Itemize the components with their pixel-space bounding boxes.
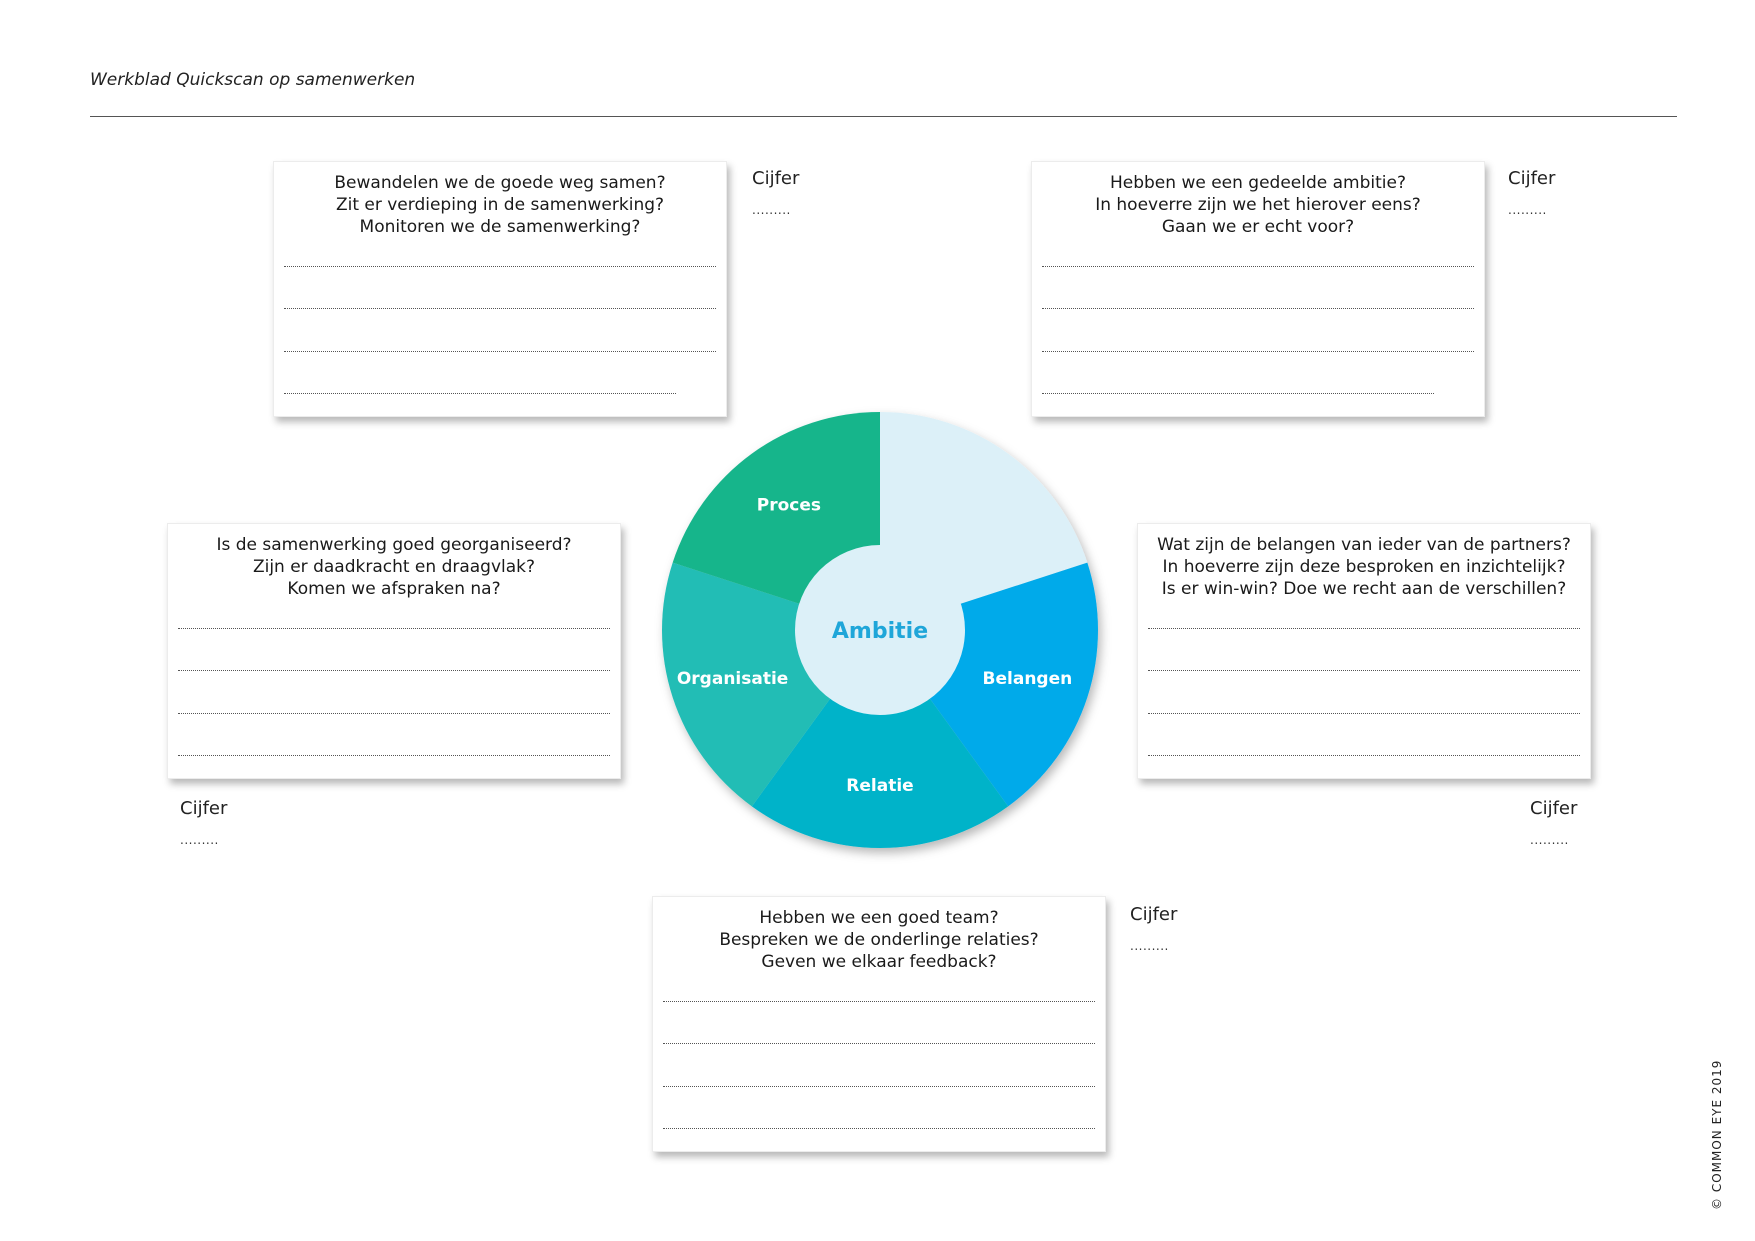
card-relatie-questions: Hebben we een goed team? Bespreken we de… [653,897,1105,973]
answer-line[interactable] [663,1001,1095,1002]
cijfer-organisatie: Cijfer ......... [180,798,227,847]
answer-line[interactable] [284,351,716,352]
answer-line[interactable] [1042,308,1474,309]
question-line: Is er win-win? Doe we recht aan de versc… [1161,579,1567,599]
question-line: Zit er verdieping in de samenwerking? [335,195,665,215]
question-line: Gaan we er echt voor? [1161,217,1355,237]
answer-line[interactable] [284,308,716,309]
cijfer-relatie: Cijfer ......... [1130,904,1177,953]
answer-line[interactable] [284,393,676,394]
question-line: In hoeverre zijn we het hierover eens? [1095,195,1421,215]
cijfer-field[interactable]: ......... [1130,939,1169,953]
answer-line[interactable] [663,1043,1095,1044]
answer-line[interactable] [663,1128,1095,1129]
card-organisatie: Is de samenwerking goed georganiseerd? Z… [167,523,621,779]
card-relatie: Hebben we een goed team? Bespreken we de… [652,896,1106,1152]
answer-line[interactable] [1042,393,1434,394]
answer-line[interactable] [178,628,610,629]
wheel-label-proces: Proces [757,496,821,516]
answer-line[interactable] [1148,713,1580,714]
page-title: Werkblad Quickscan op samenwerken [90,70,416,90]
cijfer-field[interactable]: ......... [1508,203,1547,217]
wheel-center [795,545,965,715]
card-proces-questions: Bewandelen we de goede weg samen? Zit er… [274,162,726,238]
question-line: Is de samenwerking goed georganiseerd? [216,535,572,555]
cijfer-belangen: Cijfer ......... [1530,798,1577,847]
answer-line[interactable] [663,1086,1095,1087]
cijfer-label: Cijfer [180,798,228,819]
question-line: Wat zijn de belangen van ieder van de pa… [1157,535,1571,555]
card-belangen: Wat zijn de belangen van ieder van de pa… [1137,523,1591,779]
cijfer-field[interactable]: ......... [752,203,791,217]
question-line: Komen we afspraken na? [287,579,501,599]
answer-line[interactable] [178,755,610,756]
answer-line[interactable] [1148,628,1580,629]
header-divider [90,116,1677,117]
wheel-label-organisatie: Organisatie [677,669,788,689]
cijfer-label: Cijfer [1508,168,1556,189]
question-line: Geven we elkaar feedback? [761,952,997,972]
wheel-label-relatie: Relatie [846,776,913,796]
card-ambitie-questions: Hebben we een gedeelde ambitie? In hoeve… [1032,162,1484,238]
answer-line[interactable] [284,266,716,267]
question-line: Zijn er daadkracht en draagvlak? [252,557,536,577]
answer-line[interactable] [1148,670,1580,671]
answer-line[interactable] [1042,351,1474,352]
cijfer-label: Cijfer [1130,904,1178,925]
card-organisatie-questions: Is de samenwerking goed georganiseerd? Z… [168,524,620,600]
answer-line[interactable] [178,670,610,671]
question-line: Hebben we een gedeelde ambitie? [1109,173,1407,193]
cijfer-proces: Cijfer ......... [752,168,799,217]
wheel-center-label: Ambitie [832,619,928,644]
answer-line[interactable] [178,713,610,714]
wheel-label-belangen: Belangen [983,669,1073,689]
cijfer-field[interactable]: ......... [1530,833,1569,847]
cijfer-label: Cijfer [1530,798,1578,819]
question-line: Hebben we een goed team? [759,908,999,928]
card-belangen-questions: Wat zijn de belangen van ieder van de pa… [1138,524,1590,600]
cijfer-field[interactable]: ......... [180,833,219,847]
wheel-segment-relatie [751,630,1009,848]
copyright: © COMMON EYE 2019 [1710,1059,1724,1210]
question-line: Monitoren we de samenwerking? [359,217,641,237]
cijfer-ambitie: Cijfer ......... [1508,168,1555,217]
question-line: Bewandelen we de goede weg samen? [334,173,666,193]
card-proces: Bewandelen we de goede weg samen? Zit er… [273,161,727,417]
card-ambitie: Hebben we een gedeelde ambitie? In hoeve… [1031,161,1485,417]
question-line: In hoeverre zijn deze besproken en inzic… [1162,557,1566,577]
answer-line[interactable] [1148,755,1580,756]
answer-line[interactable] [1042,266,1474,267]
question-line: Bespreken we de onderlinge relaties? [719,930,1039,950]
cijfer-label: Cijfer [752,168,800,189]
